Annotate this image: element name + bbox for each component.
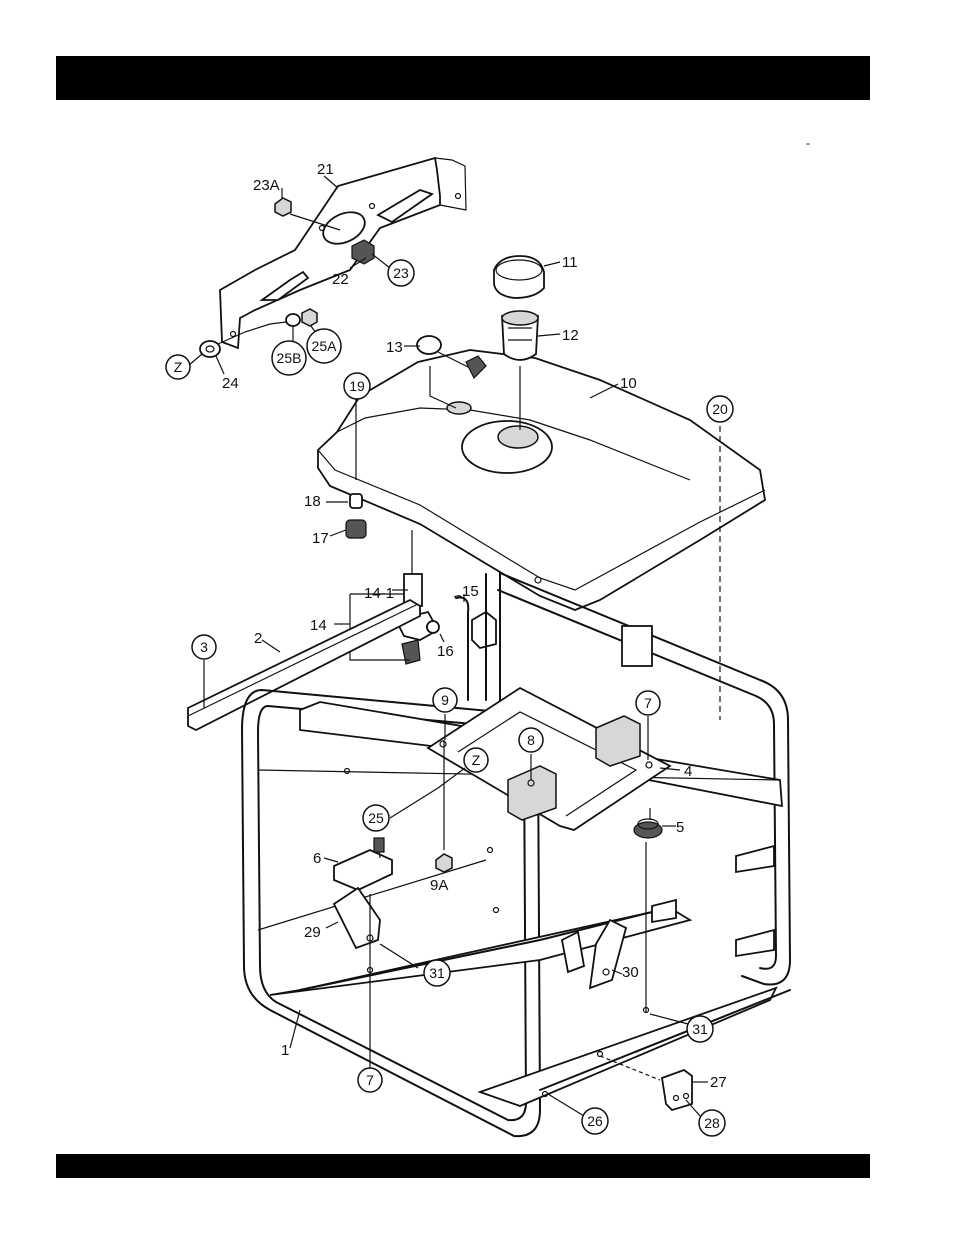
nut-9A bbox=[436, 854, 452, 872]
label-15: 15 bbox=[462, 583, 479, 600]
svg-text:20: 20 bbox=[712, 401, 728, 417]
label-9A: 9A bbox=[430, 877, 448, 894]
callout-Z-center: Z bbox=[464, 748, 488, 772]
callout-25B: 25B bbox=[272, 341, 306, 375]
label-11: 11 bbox=[562, 254, 578, 271]
svg-text:19: 19 bbox=[349, 378, 365, 394]
svg-text:25B: 25B bbox=[277, 350, 302, 366]
svg-text:3: 3 bbox=[200, 639, 208, 655]
callout-31-left: 31 bbox=[424, 960, 450, 986]
bracket-27 bbox=[662, 1070, 692, 1110]
svg-text:31: 31 bbox=[429, 965, 445, 981]
svg-text:25: 25 bbox=[368, 810, 384, 826]
label-30: 30 bbox=[622, 964, 639, 981]
spacer-18 bbox=[350, 494, 362, 508]
callout-25: 25 bbox=[363, 805, 389, 831]
svg-text:8: 8 bbox=[527, 732, 535, 748]
label-27: 27 bbox=[710, 1074, 727, 1091]
label-24: 24 bbox=[222, 375, 239, 392]
rubber-mount-6 bbox=[334, 838, 392, 890]
label-14-1: 14-1 bbox=[364, 585, 394, 602]
callout-3: 3 bbox=[192, 635, 216, 659]
callout-20: 20 bbox=[707, 396, 733, 422]
label-1: 1 bbox=[281, 1042, 289, 1059]
label-16: 16 bbox=[437, 643, 454, 660]
rubber-mount-5 bbox=[634, 808, 662, 838]
callout-8: 8 bbox=[519, 728, 543, 752]
fuel-hose-15 bbox=[454, 596, 468, 700]
bracket-29 bbox=[334, 888, 380, 948]
label-5: 5 bbox=[676, 819, 684, 836]
hose-clamp-16 bbox=[427, 621, 439, 633]
label-23A: 23A bbox=[253, 177, 280, 194]
callout-23: 23 bbox=[388, 260, 414, 286]
label-21: 21 bbox=[317, 161, 334, 178]
bushing-17 bbox=[346, 520, 366, 538]
label-14: 14 bbox=[310, 617, 327, 634]
label-12: 12 bbox=[562, 327, 579, 344]
fuel-strainer-12 bbox=[502, 311, 538, 360]
callout-7-upper: 7 bbox=[636, 691, 660, 715]
callout-25A: 25A bbox=[307, 329, 341, 363]
callout-26: 26 bbox=[582, 1108, 608, 1134]
nut-23A bbox=[275, 198, 291, 216]
label-2: 2 bbox=[254, 630, 262, 647]
callout-19: 19 bbox=[344, 373, 370, 399]
svg-text:26: 26 bbox=[587, 1113, 603, 1129]
label-6: 6 bbox=[313, 850, 321, 867]
svg-text:25A: 25A bbox=[312, 338, 338, 354]
svg-text:Z: Z bbox=[472, 752, 481, 768]
label-18: 18 bbox=[304, 493, 321, 510]
svg-text:7: 7 bbox=[366, 1072, 374, 1088]
callout-Z-left: Z bbox=[166, 355, 190, 379]
label-4: 4 bbox=[684, 763, 692, 780]
fuel-cap-11 bbox=[494, 256, 544, 298]
washer-24 bbox=[200, 341, 220, 357]
callout-28: 28 bbox=[699, 1110, 725, 1136]
callout-9: 9 bbox=[433, 688, 457, 712]
label-29: 29 bbox=[304, 924, 321, 941]
label-10: 10 bbox=[620, 375, 637, 392]
bracket-holder bbox=[472, 612, 496, 648]
callout-7-lower: 7 bbox=[358, 1068, 382, 1092]
svg-text:9: 9 bbox=[441, 692, 449, 708]
label-22: 22 bbox=[332, 271, 349, 288]
label-17: 17 bbox=[312, 530, 329, 547]
svg-text:31: 31 bbox=[692, 1021, 708, 1037]
svg-text:28: 28 bbox=[704, 1115, 720, 1131]
svg-text:23: 23 bbox=[393, 265, 409, 281]
callout-31-right: 31 bbox=[687, 1016, 713, 1042]
svg-text:7: 7 bbox=[644, 695, 652, 711]
label-13: 13 bbox=[386, 339, 403, 356]
washers-25 bbox=[286, 309, 317, 326]
fuel-tank-10 bbox=[318, 350, 765, 610]
svg-text:Z: Z bbox=[174, 359, 183, 375]
fuel-cock-14 bbox=[396, 530, 438, 664]
